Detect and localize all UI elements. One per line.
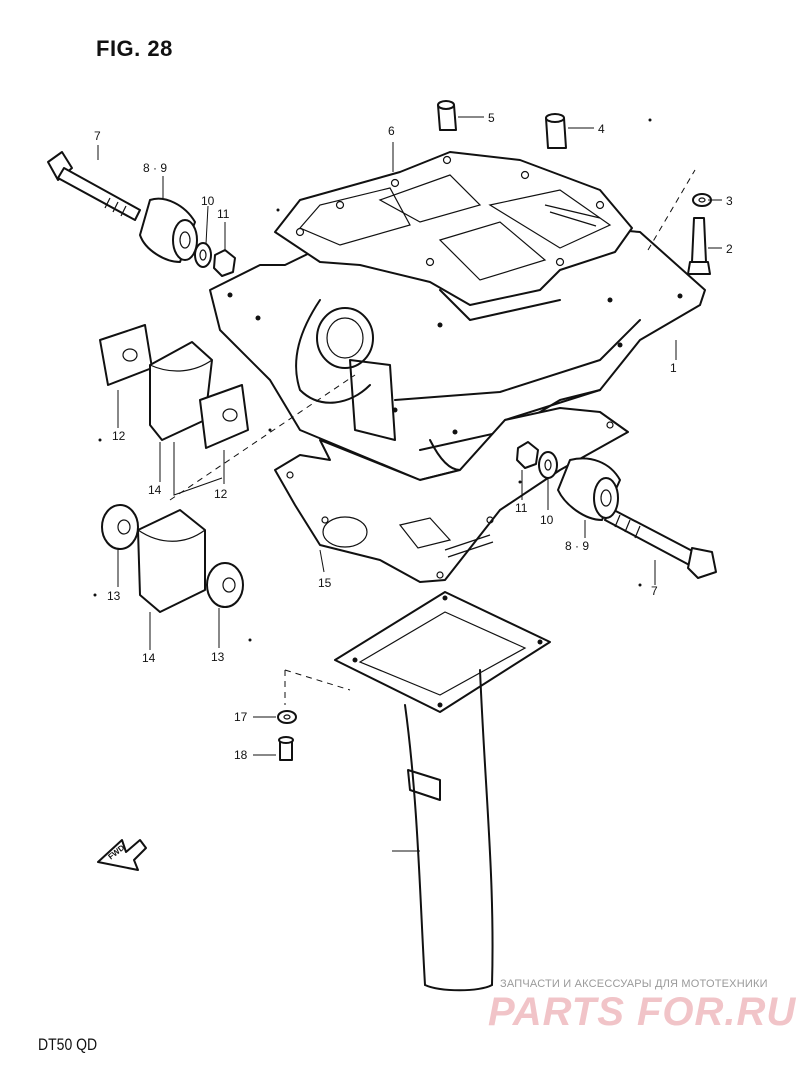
part-10-washer-right bbox=[538, 451, 558, 479]
callout-12-lower: 12 bbox=[214, 487, 228, 501]
callout-17: 18 bbox=[234, 748, 248, 762]
part-4-dowel bbox=[545, 113, 567, 149]
part-11-nut-left bbox=[213, 249, 236, 277]
callout-14-lower: 14 bbox=[142, 651, 156, 665]
callout-7-upper: 7 bbox=[94, 129, 101, 143]
callout-8-9-lower: 8 · 9 bbox=[565, 539, 589, 553]
callout-5: 5 bbox=[488, 111, 495, 125]
callout-3: 3 bbox=[726, 194, 733, 208]
callout-11-upper: 11 bbox=[217, 207, 230, 221]
callout-4: 4 bbox=[598, 122, 605, 136]
part-13-washer-lower bbox=[206, 562, 244, 608]
callout-labels: 7 8 · 9 10 11 6 5 4 3 2 1 12 14 12 13 14… bbox=[94, 111, 733, 762]
callout-10-upper: 10 bbox=[201, 194, 215, 208]
part-8-9-mount-right bbox=[557, 457, 621, 521]
part-5-dowel bbox=[437, 100, 457, 131]
part-11-nut-right bbox=[516, 441, 539, 469]
callout-2: 2 bbox=[726, 242, 733, 256]
callout-13-right: 13 bbox=[211, 650, 225, 664]
figure-title: FIG. 28 bbox=[96, 36, 173, 61]
callout-6: 6 bbox=[388, 124, 395, 138]
part-17-bolt bbox=[278, 736, 294, 761]
part-13-washer-upper bbox=[101, 504, 139, 550]
part-10-washer-left bbox=[194, 242, 212, 268]
callout-16: 17 bbox=[234, 710, 248, 724]
callout-10-lower: 10 bbox=[540, 513, 554, 527]
part-14-mount-lower bbox=[137, 509, 206, 613]
part-12-pad-upper bbox=[99, 324, 153, 386]
part-8-9-mount-left bbox=[139, 197, 198, 263]
leader-lines bbox=[97, 116, 722, 852]
callout-13-left: 13 bbox=[107, 589, 121, 603]
callout-15: 15 bbox=[318, 576, 332, 590]
callout-1: 1 bbox=[670, 361, 677, 375]
scan-dots bbox=[93, 118, 652, 642]
part-12-pad-lower bbox=[199, 384, 249, 449]
part-18-exhaust-tube bbox=[334, 591, 551, 992]
part-2-bolt bbox=[687, 217, 711, 275]
callout-14-upper: 14 bbox=[148, 483, 162, 497]
part-6-gasket-top bbox=[274, 151, 633, 306]
watermark-tagline: ЗАПЧАСТИ И АКСЕССУАРЫ ДЛЯ МОТОТЕХНИКИ bbox=[500, 978, 768, 990]
part-7-bolt-right bbox=[604, 507, 717, 579]
callout-11-lower: 11 bbox=[515, 501, 528, 515]
part-16-washer bbox=[277, 710, 297, 724]
part-7-bolt-left bbox=[47, 151, 141, 221]
callout-8-9-upper: 8 · 9 bbox=[143, 161, 167, 175]
model-code: DT50 QD bbox=[38, 1034, 98, 1054]
callout-7-lower: 7 bbox=[651, 584, 658, 598]
watermark-brand: PARTS FOR.RU bbox=[488, 990, 797, 1034]
fwd-arrow-icon: FWD bbox=[97, 839, 147, 871]
callout-12-upper: 12 bbox=[112, 429, 126, 443]
part-15-gasket-lower bbox=[274, 407, 629, 583]
